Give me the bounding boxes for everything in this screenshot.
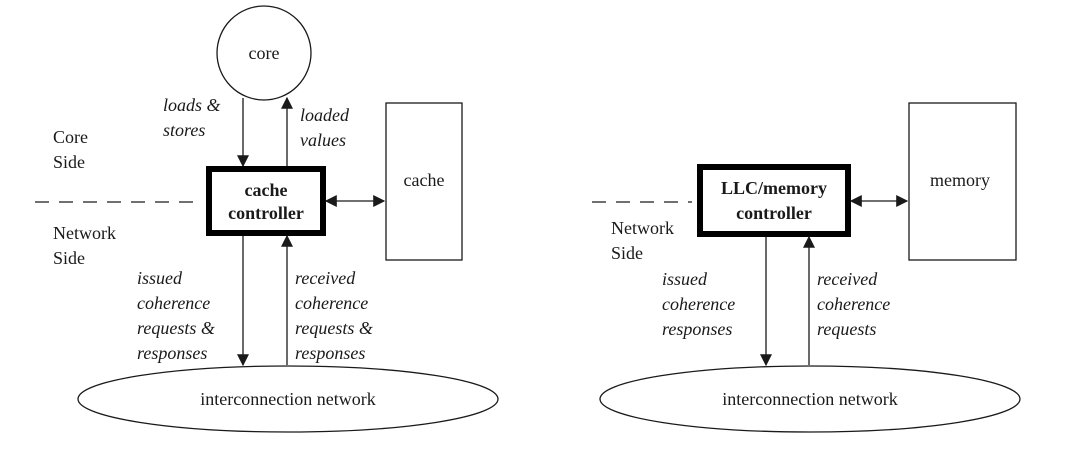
core-side-label-2: Side: [53, 152, 85, 172]
cache-controller-box: [206, 166, 326, 236]
llc-controller-label-1: LLC/memory: [721, 178, 827, 198]
llc-controller-label-2: controller: [736, 203, 812, 223]
right-diagram: Network Side LLC/memory controller memor…: [592, 102, 1021, 433]
right-network-ellipse: [599, 365, 1021, 433]
memory-box: [908, 102, 1017, 261]
loaded-values-label-1: loaded: [300, 105, 350, 125]
right-received-label-3: requests: [817, 319, 876, 339]
right-network-side-label-1: Network: [611, 218, 674, 238]
received-label-3: requests &: [295, 318, 373, 338]
issued-label-2: coherence: [137, 293, 210, 313]
left-network-label: interconnection network: [200, 389, 375, 409]
cache-label: cache: [404, 170, 445, 190]
cache-box: [385, 102, 463, 261]
memory-label: memory: [930, 170, 990, 190]
core-side-label-1: Core: [53, 127, 88, 147]
loads-stores-label-1: loads &: [163, 95, 221, 115]
cache-controller-label-1: cache: [245, 180, 288, 200]
network-side-label-2: Side: [53, 248, 85, 268]
right-received-label-2: coherence: [817, 294, 890, 314]
received-label-1: received: [295, 268, 356, 288]
loaded-values-label-2: values: [300, 130, 346, 150]
issued-label-3: requests &: [137, 318, 215, 338]
issued-label-4: responses: [137, 343, 207, 363]
left-network-ellipse: [77, 365, 499, 433]
llc-controller-box: [697, 164, 851, 237]
received-label-2: coherence: [295, 293, 368, 313]
right-network-label: interconnection network: [722, 389, 897, 409]
network-side-label-1: Network: [53, 223, 116, 243]
loads-stores-label-2: stores: [163, 120, 205, 140]
right-issued-label-3: responses: [662, 319, 732, 339]
right-issued-label-1: issued: [662, 269, 708, 289]
core-circle: [216, 5, 312, 101]
issued-label-1: issued: [137, 268, 183, 288]
left-diagram: core loads & stores loaded values Core S…: [35, 5, 499, 433]
cache-controller-label-2: controller: [228, 203, 304, 223]
core-label: core: [249, 43, 280, 63]
right-issued-label-2: coherence: [662, 294, 735, 314]
right-received-label-1: received: [817, 269, 878, 289]
right-network-side-label-2: Side: [611, 243, 643, 263]
received-label-4: responses: [295, 343, 365, 363]
